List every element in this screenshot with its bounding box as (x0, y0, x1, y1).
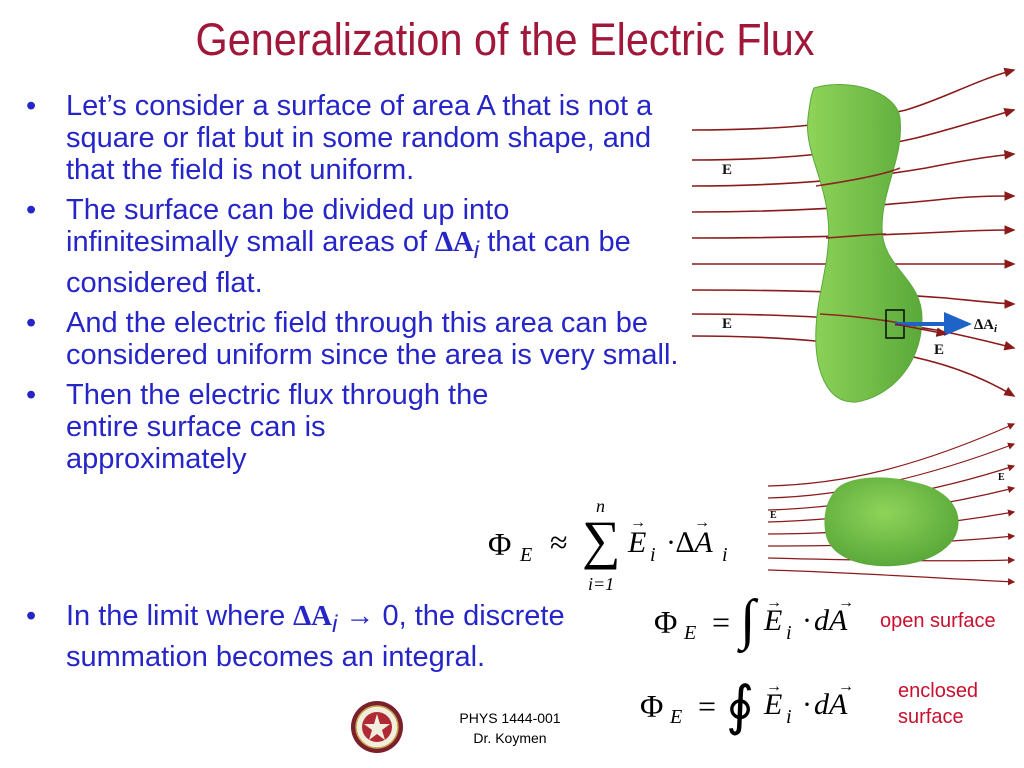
label-delta-a: ∆Ai (974, 317, 998, 335)
delta-a-subscript: i (331, 610, 338, 638)
open-surface-integral: Φ E = ∫ → E i · → dA (654, 589, 864, 666)
label-e: E (770, 510, 777, 521)
bullet-marker: • (26, 194, 37, 226)
bullet-marker: • (26, 90, 37, 122)
slide-title: Generalization of the Electric Flux (195, 14, 815, 65)
bullet-marker: • (26, 306, 37, 339)
enclosed-note-line1: enclosed (898, 680, 979, 702)
e-subscript: i (650, 544, 656, 566)
sigma-symbol: ∑ (582, 510, 621, 570)
equals-symbol: = (698, 688, 717, 724)
bullet-2-pre: The surface can be divided up into infin… (66, 194, 510, 258)
vector-arrow: → (838, 678, 854, 695)
label-e: E (722, 316, 732, 332)
e-term: E (764, 604, 783, 637)
vector-arrow: → (838, 594, 854, 611)
phi-subscript: E (520, 544, 533, 566)
approx-symbol: ≈ (550, 524, 568, 560)
bullet-5: • In the limit where ∆Ai → 0, the discre… (26, 600, 686, 673)
enclosed-surface-note: enclosed surface (898, 678, 978, 730)
bullet-3-text: And the electric field through this area… (66, 306, 679, 371)
footer: PHYS 1444-001 Dr. Koymen (430, 708, 590, 748)
equals-symbol: = (712, 604, 731, 640)
field-vector-arrow (894, 323, 948, 337)
phi-symbol: Φ (654, 604, 678, 640)
open-surface-note: open surface (880, 610, 996, 632)
dot-symbol: · (666, 526, 676, 559)
dot-symbol: · (802, 688, 812, 721)
closed-surface (824, 477, 959, 567)
e-subscript: i (786, 622, 792, 644)
delta-a-symbol: ∆A (293, 600, 332, 632)
bullet-4: • Then the electric flux through the ent… (26, 379, 506, 475)
bullet-1-text: Let’s consider a surface of area A that … (66, 90, 653, 186)
vector-arrow: → (630, 514, 646, 531)
bullet-5-post: 0, the discrete summation becomes an int… (66, 600, 565, 673)
label-e: E (934, 342, 944, 358)
label-e: E (722, 162, 732, 178)
e-subscript: i (786, 706, 792, 728)
bullet-list: • Let’s consider a surface of area A tha… (26, 90, 686, 483)
phi-subscript: E (684, 622, 697, 644)
phi-subscript: E (670, 706, 683, 728)
da-term: dA (814, 604, 848, 637)
bullet-2-post: that can be considered flat. (66, 226, 631, 299)
arrow-symbol: → (337, 600, 383, 632)
bullet-marker: • (26, 378, 37, 411)
vector-arrow: → (694, 514, 710, 531)
sum-lower: i=1 (588, 574, 615, 594)
university-seal-logo (351, 701, 403, 753)
closed-surface-integral: Φ E = ∮ → E i · → dA (640, 676, 870, 760)
vector-arrow: → (766, 678, 782, 695)
e-term: E (628, 526, 647, 559)
bullet-4-text: Then the electric flux through the entir… (66, 378, 489, 475)
flux-sum-formula: Φ E ≈ n ∑ i=1 → E i · → ∆A i (488, 496, 738, 596)
da-term: dA (814, 688, 848, 721)
phi-symbol: Φ (488, 526, 512, 562)
delta-a-subscript: i (473, 236, 480, 264)
bullet-marker: • (26, 600, 37, 632)
bullet-1: • Let’s consider a surface of area A tha… (26, 90, 686, 186)
bullet-2: • The surface can be divided up into inf… (26, 194, 686, 299)
sum-upper: n (596, 496, 605, 516)
contour-integral-symbol: ∮ (726, 676, 755, 736)
integral-symbol: ∫ (740, 589, 756, 651)
bullet-5-pre: In the limit where (66, 600, 294, 632)
vector-arrow: → (766, 594, 782, 611)
instructor-label: Dr. Koymen (473, 730, 547, 746)
delta-a-subscript: i (722, 544, 728, 566)
label-e: E (998, 472, 1005, 483)
closed-surface-figure: E E (767, 423, 1016, 586)
delta-a-term: ∆A (676, 526, 713, 559)
irregular-surface (806, 84, 923, 403)
bullet-3: • And the electric field through this ar… (26, 307, 686, 371)
course-label: PHYS 1444-001 (459, 710, 561, 726)
dot-symbol: · (802, 604, 812, 637)
enclosed-note-line2: surface (898, 706, 964, 728)
delta-a-symbol: ∆A (435, 226, 474, 258)
e-term: E (764, 688, 783, 721)
phi-symbol: Φ (640, 688, 664, 724)
surface-field-figure: E E E ∆Ai (691, 68, 1016, 403)
